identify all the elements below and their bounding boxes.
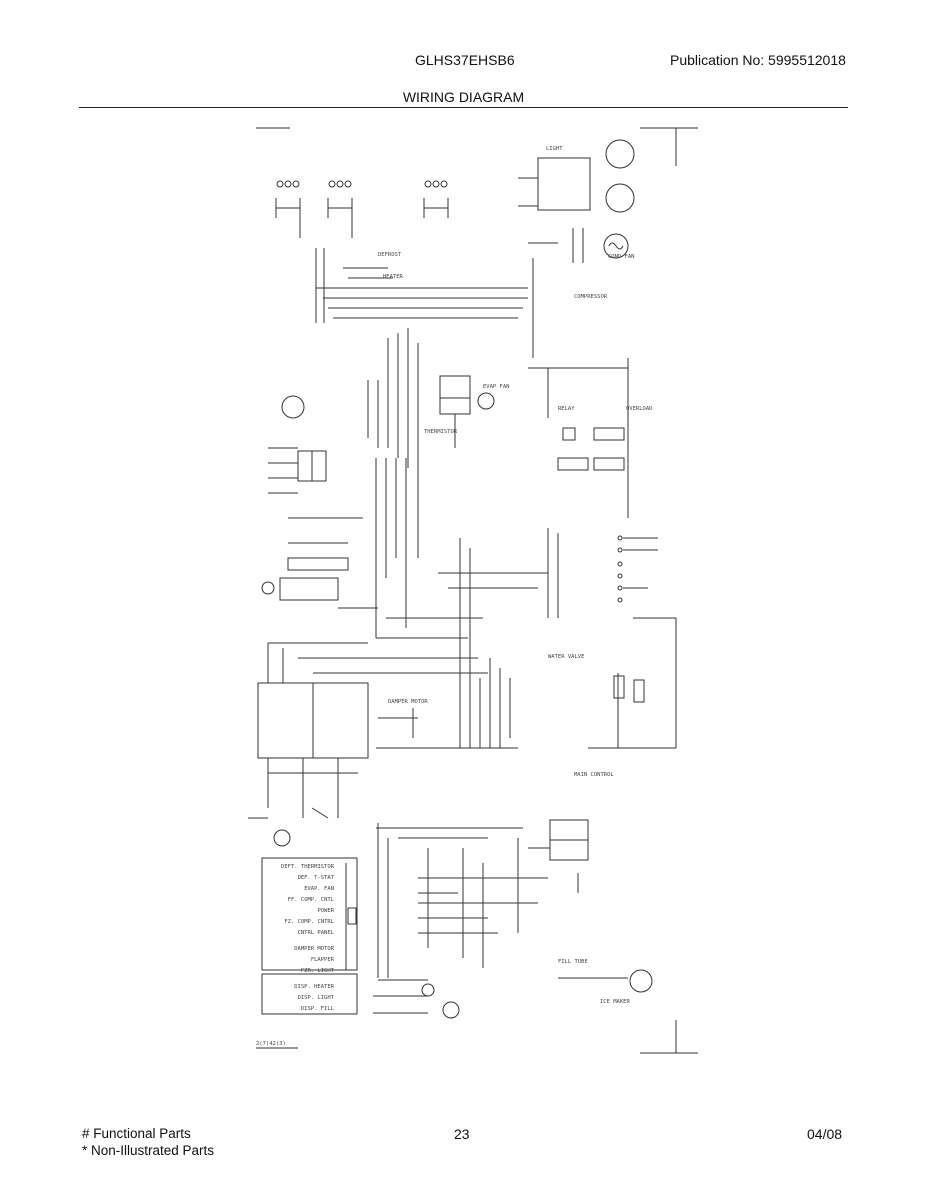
motor-circles [603,139,635,259]
fan-motor-circle [477,392,495,410]
label-heater: HEATER [383,274,404,280]
revision-date: 04/08 [807,1126,843,1142]
label-fill-tube: FILL TUBE [558,959,588,965]
label-evap-fan: EVAP FAN [483,384,510,390]
functional-parts-note: # Functional Parts [82,1126,191,1141]
legend-item: FLAPPER [311,957,335,963]
model-number: GLHS37EHSB6 [415,52,515,68]
legend-item: DAMPER MOTOR [294,946,334,952]
label-relay: RELAY [558,406,575,412]
label-defrost: DEFROST [378,252,402,258]
switch-group-3 [423,180,449,218]
page-title: WIRING DIAGRAM [402,89,525,105]
label-thermistor: THERMISTOR [424,429,458,435]
non-illustrated-note: * Non-Illustrated Parts [82,1143,215,1158]
label-water-valve: WATER VALVE [548,654,584,660]
left-motor-circle [281,395,305,419]
legend-item: FZ. COMP. CNTRL [284,919,334,925]
legend-item: DEF. T-STAT [298,875,335,881]
publication-number: Publication No: 5995512018 [670,52,846,68]
legend-item: CNTRL PANEL [298,930,335,936]
header-divider [79,107,848,108]
label-damper-motor: DAMPER MOTOR [388,699,428,705]
page-number: 23 [454,1126,470,1142]
bottom-item: DISP. HEATER [294,984,334,990]
legend-item: POWER [317,908,334,914]
bottom-item: DISP. LIGHT [298,995,335,1001]
switch-group-2 [327,180,353,238]
wiring-diagram: LIGHT COMPRESSOR DEFROST HEATER EVAP FAN… [248,127,698,1054]
legend-item: DEFT. THERMISTOR [281,864,335,870]
label-ice-maker: ICE MAKER [600,999,630,1005]
label-compressor: COMPRESSOR [574,294,608,300]
legend-item: EVAP. FAN [304,886,334,892]
label-light: LIGHT [546,146,563,152]
label-main-control: MAIN CONTROL [574,772,614,778]
label-cond-fan: COND FAN [608,254,635,260]
switch-group-1 [275,180,301,238]
diagram-code: 2(7)42(3) [256,1041,286,1047]
bottom-motor-circle [629,969,653,993]
label-overload: OVERLOAD [626,406,653,412]
legend-item: FF. COMP. CNTL [288,897,335,903]
legend-item: FZR. LIGHT [301,968,335,974]
bottom-item: DISP. FILL [301,1006,335,1012]
